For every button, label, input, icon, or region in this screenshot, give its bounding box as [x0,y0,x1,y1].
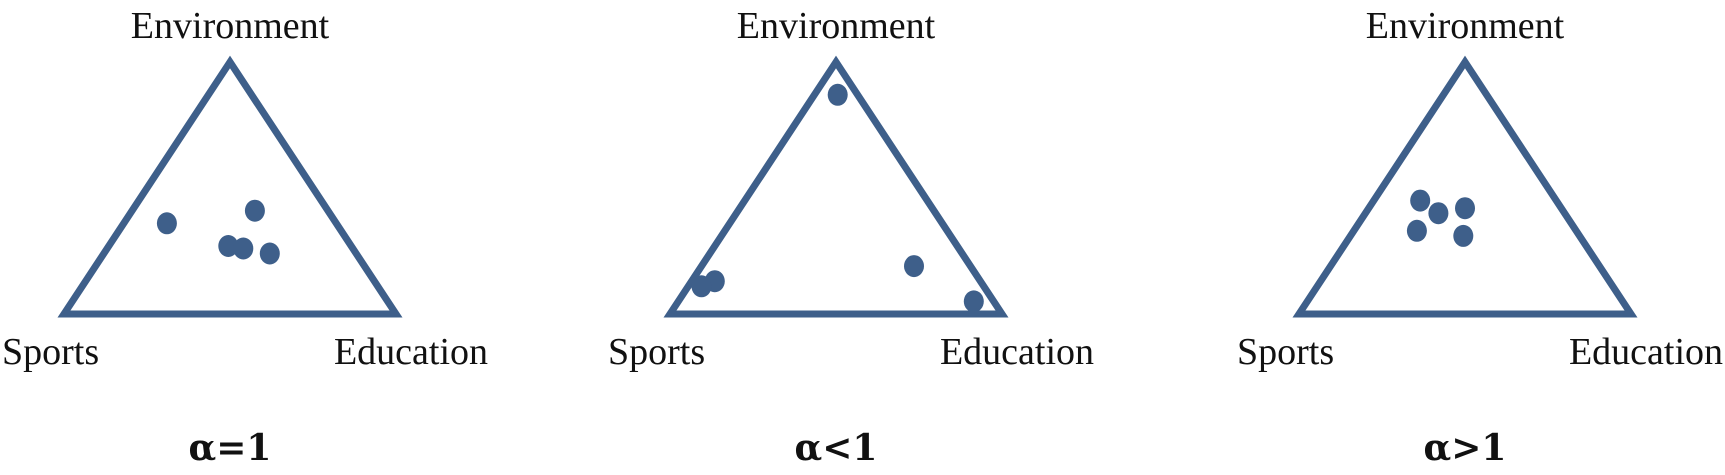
simplex-triangle [663,55,1009,318]
vertex-label-sports: Sports [608,331,705,373]
sample-point [827,83,848,106]
vertex-label-environment: Environment [737,5,936,47]
alpha-caption: α=1 [189,427,272,469]
vertex-label-environment: Environment [131,5,330,47]
simplex-panel-1: Environment Sports Education α=1 [2,5,488,469]
sample-point [218,235,239,257]
vertex-label-education: Education [334,331,488,373]
sample-point [244,199,265,222]
sample-point [1406,219,1427,242]
sample-point [1428,202,1449,225]
sample-point [904,255,924,278]
points-group [1406,189,1475,247]
alpha-caption: α>1 [1424,427,1507,469]
points-group [691,83,984,313]
sample-point [1455,197,1475,220]
vertex-label-education: Education [1569,331,1723,373]
vertex-label-environment: Environment [1366,5,1565,47]
sample-point [691,275,712,298]
sample-point [156,212,177,235]
points-group [156,199,280,265]
sample-point [259,242,280,265]
sample-point [233,237,254,260]
vertex-label-sports: Sports [2,331,99,373]
simplex-panel-2: Environment Sports Education α<1 [608,5,1094,469]
alpha-caption: α<1 [795,427,878,469]
simplex-triangle [57,55,403,318]
simplex-triangle [1292,55,1638,318]
vertex-label-sports: Sports [1237,331,1334,373]
sample-point [1410,189,1431,212]
vertex-label-education: Education [940,331,1094,373]
sample-point [1453,224,1474,247]
simplex-panel-3: Environment Sports Education α>1 [1237,5,1723,469]
sample-point [963,290,984,313]
